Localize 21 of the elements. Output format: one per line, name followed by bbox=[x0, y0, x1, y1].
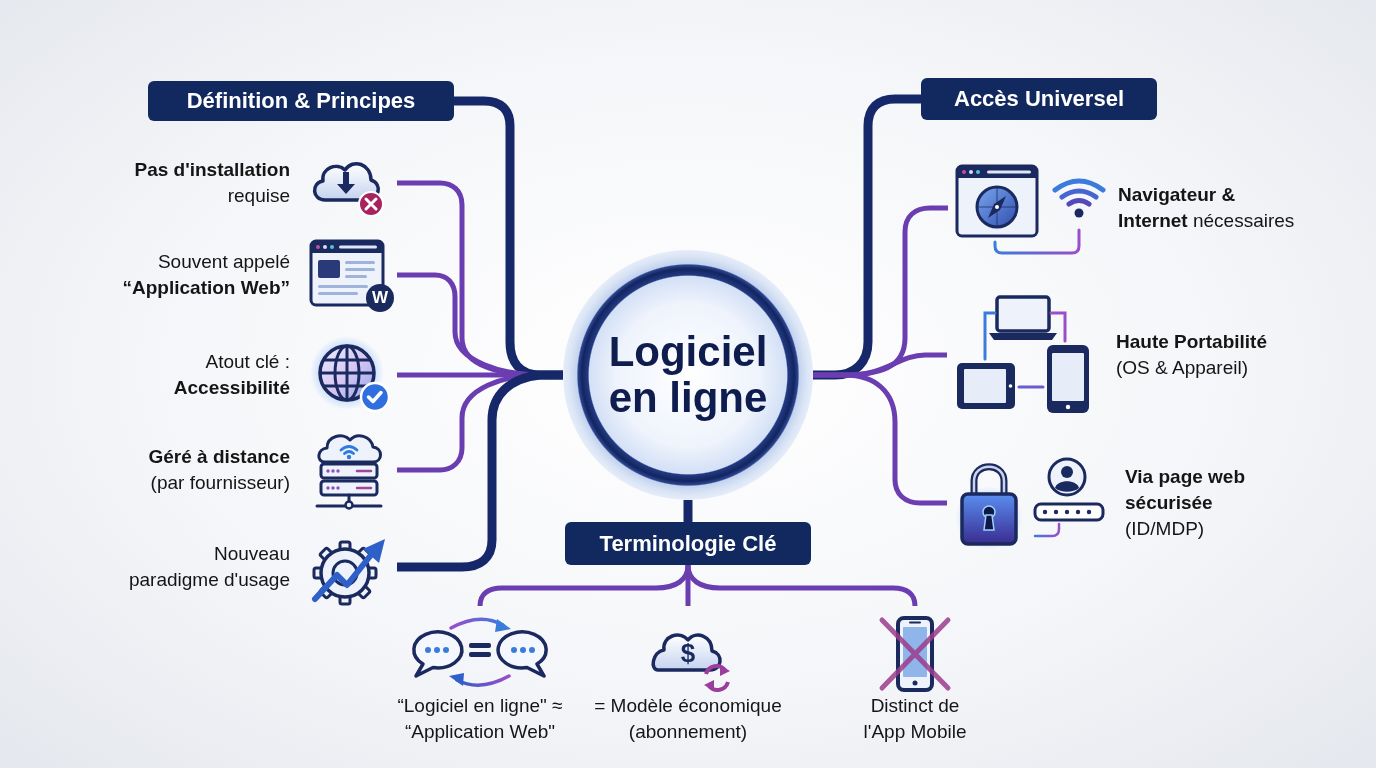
connector-line bbox=[813, 94, 921, 380]
central-topic-circle: Logiciel en ligne bbox=[563, 250, 813, 500]
topic-text: = Modèle économique (abonnement) bbox=[593, 694, 783, 744]
topic-text: Navigateur & Internet nécessaires bbox=[1118, 183, 1296, 233]
category-header: Terminologie Clé bbox=[565, 522, 811, 565]
category-header: Accès Universel bbox=[921, 78, 1157, 120]
topic-text: Souvent appelé “Application Web” bbox=[121, 250, 290, 300]
topic-text: Géré à distance (par fournisseur) bbox=[147, 445, 290, 495]
letter-badge: W bbox=[366, 284, 394, 312]
connector-line bbox=[683, 500, 693, 522]
topic-text: Nouveau paradigme d'usage bbox=[127, 542, 290, 592]
connector-line bbox=[397, 370, 563, 572]
connector-line bbox=[813, 372, 947, 506]
category-header: Définition & Principes bbox=[148, 81, 454, 121]
topic-text: Via page web sécurisée (ID/MDP) bbox=[1125, 465, 1247, 541]
topic-text: Distinct de l'App Mobile bbox=[862, 694, 968, 744]
currency-symbol: $ bbox=[680, 639, 696, 667]
topic-text: “Logiciel en ligne" ≈ “Application Web" bbox=[396, 694, 564, 744]
topic-text: Haute Portabilité (OS & Appareil) bbox=[1116, 330, 1268, 380]
topic-text: Pas d'installation requise bbox=[133, 158, 290, 208]
topic-text: Atout clé : Accessibilité bbox=[172, 350, 290, 400]
